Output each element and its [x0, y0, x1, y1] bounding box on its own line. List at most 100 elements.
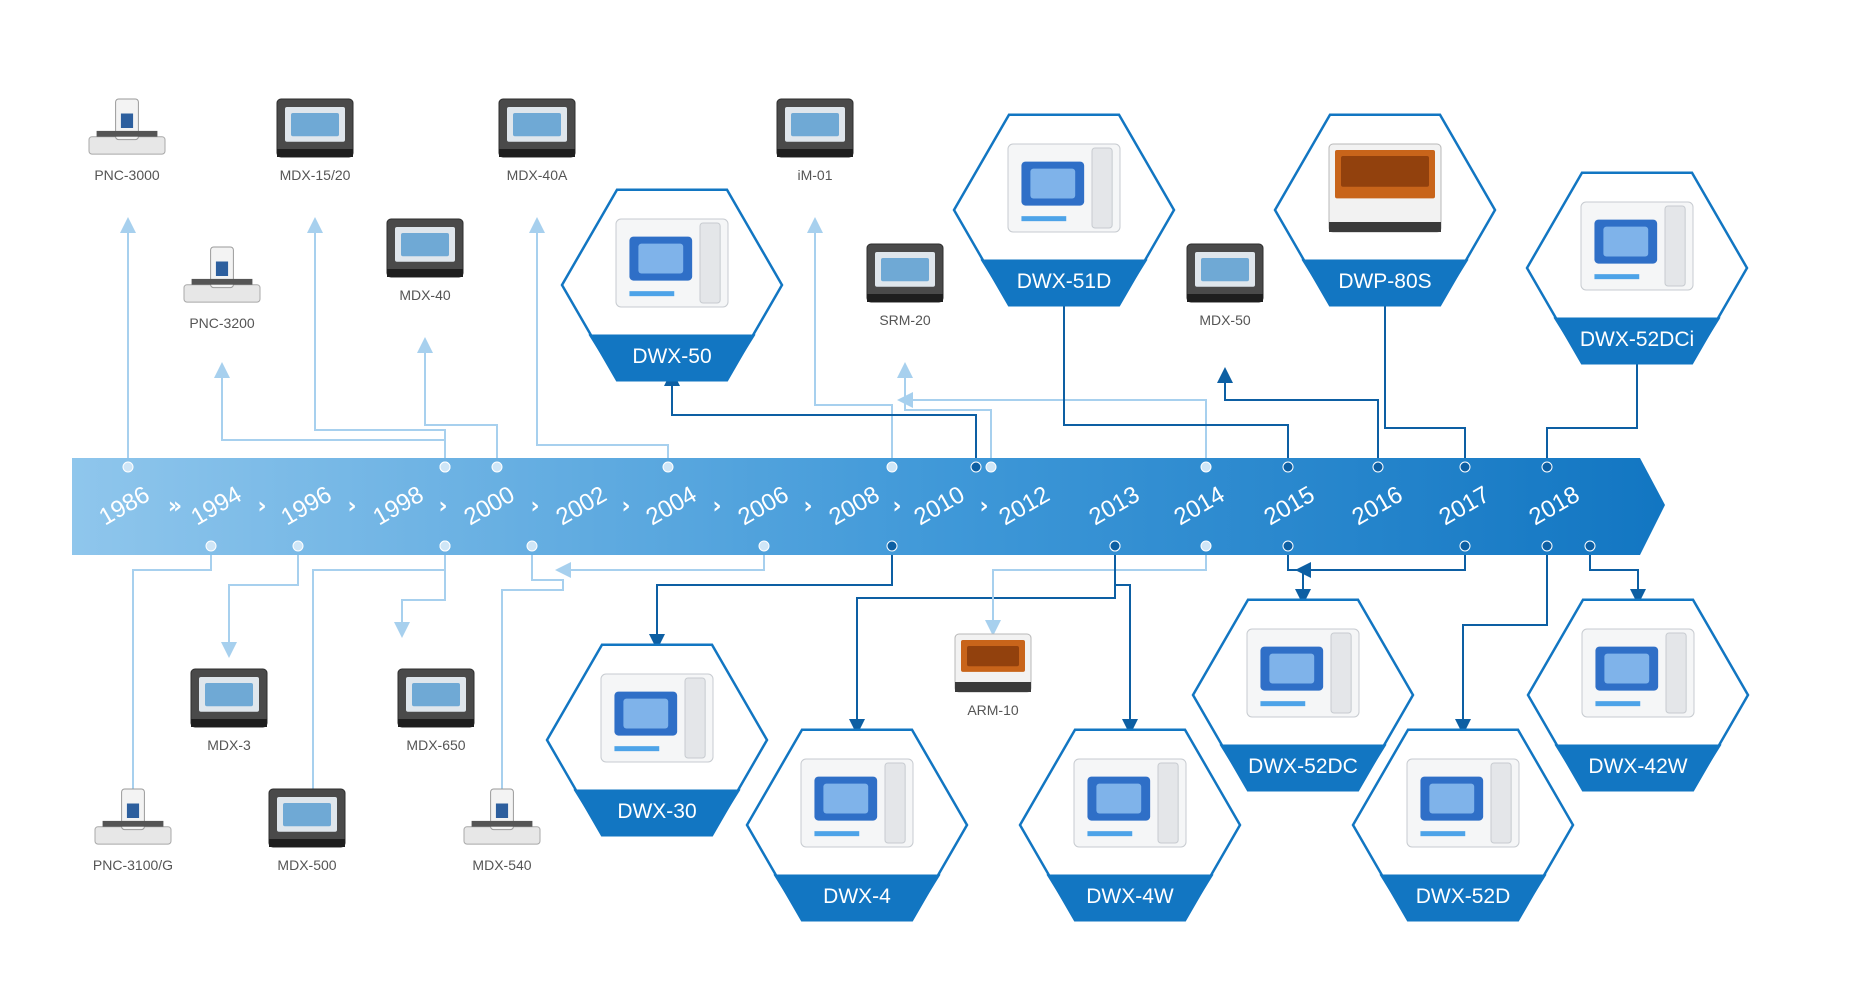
- product-dwx-52dc[interactable]: DWX-52DC: [1191, 598, 1415, 792]
- dental-mill-icon: [1580, 201, 1694, 291]
- timeline-marker-dot: [970, 461, 982, 473]
- product-name: DWX-52DCi: [1580, 328, 1694, 351]
- cnc-machine-icon: [94, 788, 172, 845]
- product-mdx-650[interactable]: MDX-650: [397, 668, 475, 753]
- timeline-separator: ›: [712, 494, 721, 519]
- product-arm-10[interactable]: ARM-10: [954, 633, 1032, 718]
- timeline-marker-dot: [526, 540, 538, 552]
- product-srm-20[interactable]: SRM-20: [866, 243, 944, 328]
- mill-icon: [776, 98, 854, 158]
- hexagon-label-band: [1219, 744, 1387, 791]
- connector-line: [1114, 546, 1138, 735]
- product-pnc-3100g[interactable]: PNC-3100/G: [93, 788, 173, 873]
- connector-line: [649, 546, 893, 650]
- product-dwx-30[interactable]: DWX-30: [545, 643, 769, 837]
- timeline-band: [72, 458, 1665, 555]
- timeline-separator: »: [168, 494, 182, 519]
- product-name: PNC-3000: [94, 167, 160, 183]
- product-name: MDX-650: [406, 737, 465, 753]
- 3d-printer-icon: [954, 633, 1032, 693]
- product-im-01[interactable]: iM-01: [776, 98, 854, 183]
- timeline-separator: ›: [347, 494, 356, 519]
- product-name: DWP-80S: [1338, 270, 1431, 293]
- timeline-separator: ›: [803, 494, 812, 519]
- mill-icon: [386, 218, 464, 278]
- product-name: DWX-52D: [1416, 885, 1511, 908]
- hexagon-label-band: [588, 334, 756, 381]
- timeline-marker-dot: [1372, 461, 1384, 473]
- dental-mill-icon: [800, 758, 914, 848]
- timeline-marker-dot: [1109, 540, 1121, 552]
- connector-line: [897, 392, 1207, 467]
- connector-line: [214, 362, 446, 467]
- dental-mill-icon: [1246, 628, 1360, 718]
- timeline-marker-dot: [1282, 461, 1294, 473]
- product-mdx-40a[interactable]: MDX-40A: [498, 98, 576, 183]
- connector-line: [1217, 367, 1379, 467]
- connector-line: [494, 546, 564, 808]
- timeline-marker-dot: [491, 461, 503, 473]
- product-pnc-3000[interactable]: PNC-3000: [88, 98, 166, 183]
- product-name: MDX-15/20: [280, 167, 351, 183]
- timeline-marker-dot: [758, 540, 770, 552]
- connector-line: [807, 217, 893, 467]
- product-name: DWX-4W: [1086, 885, 1174, 908]
- product-dwp-80s[interactable]: DWP-80S: [1273, 113, 1497, 307]
- product-dwx-50[interactable]: DWX-50: [560, 188, 784, 382]
- connector-line: [417, 337, 498, 467]
- cnc-machine-icon: [183, 246, 261, 303]
- product-mdx-3[interactable]: MDX-3: [190, 668, 268, 753]
- connector-line: [394, 546, 446, 638]
- mill-icon: [190, 668, 268, 728]
- 3d-printer-icon: [1328, 143, 1442, 233]
- product-mdx-500[interactable]: MDX-500: [268, 788, 346, 873]
- dental-mill-icon: [1406, 758, 1520, 848]
- product-dwx-4[interactable]: DWX-4: [745, 728, 969, 922]
- timeline-marker-dot: [985, 461, 997, 473]
- mill-icon: [866, 243, 944, 303]
- mill-icon: [276, 98, 354, 158]
- dental-mill-icon: [1581, 628, 1695, 718]
- product-name: DWX-30: [617, 800, 696, 823]
- timeline-separator: ›: [438, 494, 447, 519]
- product-name: PNC-3200: [189, 315, 255, 331]
- product-dwx-52dci[interactable]: DWX-52DCi: [1525, 171, 1749, 365]
- mill-icon: [1186, 243, 1264, 303]
- timeline-marker-dot: [886, 540, 898, 552]
- connector-line: [221, 546, 299, 658]
- product-name: MDX-540: [472, 857, 531, 873]
- product-dwx-52d[interactable]: DWX-52D: [1351, 728, 1575, 922]
- product-name: DWX-51D: [1017, 270, 1112, 293]
- mill-icon: [268, 788, 346, 848]
- connector-line: [985, 546, 1207, 636]
- product-mdx-15-20[interactable]: MDX-15/20: [276, 98, 354, 183]
- product-dwx-51d[interactable]: DWX-51D: [952, 113, 1176, 307]
- timeline-marker-dot: [122, 461, 134, 473]
- dental-mill-icon: [615, 218, 729, 308]
- cnc-machine-icon: [88, 98, 166, 155]
- connector-line: [897, 362, 992, 467]
- product-mdx-40[interactable]: MDX-40: [386, 218, 464, 303]
- mill-icon: [498, 98, 576, 158]
- product-name: DWX-4: [823, 885, 891, 908]
- mill-icon: [397, 668, 475, 728]
- product-mdx-50[interactable]: MDX-50: [1186, 243, 1264, 328]
- timeline-separator: ›: [257, 494, 266, 519]
- timeline-marker-dot: [1200, 540, 1212, 552]
- product-mdx-540[interactable]: MDX-540: [463, 788, 541, 873]
- product-dwx-42w[interactable]: DWX-42W: [1526, 598, 1750, 792]
- timeline-marker-dot: [292, 540, 304, 552]
- connector-line: [1546, 342, 1645, 467]
- connector-line: [664, 370, 977, 467]
- connector-lines: [120, 217, 1646, 808]
- hexagon-label-band: [980, 259, 1148, 306]
- product-name: SRM-20: [879, 312, 931, 328]
- timeline-marker-dot: [1200, 461, 1212, 473]
- hexagon-label-band: [1379, 874, 1547, 921]
- product-pnc-3200[interactable]: PNC-3200: [183, 246, 261, 331]
- timeline-marker-dot: [205, 540, 217, 552]
- product-dwx-4w[interactable]: DWX-4W: [1018, 728, 1242, 922]
- timeline-markers: [122, 461, 1596, 552]
